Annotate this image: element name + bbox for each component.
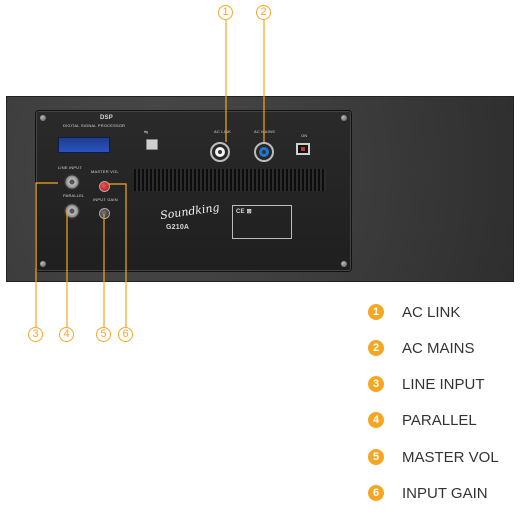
line-input-jack[interactable] bbox=[64, 174, 80, 190]
legend-item-master-vol: 5 MASTER VOL bbox=[368, 447, 499, 467]
amplifier-panel: DSP DIGITAL SIGNAL PROCESSOR ⇋ AC LINK A… bbox=[36, 111, 351, 271]
model-label: G210A bbox=[166, 224, 190, 231]
callout-4: 4 bbox=[59, 327, 74, 342]
ac-link-connector[interactable] bbox=[210, 142, 230, 162]
input-gain-label: INPUT GAIN bbox=[93, 197, 118, 202]
screw bbox=[40, 115, 46, 121]
screw bbox=[341, 115, 347, 121]
legend-number: 2 bbox=[368, 340, 384, 356]
master-vol-label: MASTER VOL bbox=[91, 169, 119, 174]
usb-port[interactable] bbox=[146, 139, 158, 150]
cooling-vents bbox=[134, 169, 326, 191]
legend-number: 4 bbox=[368, 412, 384, 428]
callout-line-3 bbox=[35, 182, 58, 327]
certification-box bbox=[232, 205, 292, 239]
legend-label: LINE INPUT bbox=[402, 375, 485, 393]
callout-3: 3 bbox=[28, 327, 43, 342]
legend-number: 1 bbox=[368, 304, 384, 320]
legend-number: 5 bbox=[368, 449, 384, 465]
master-vol-knob[interactable] bbox=[99, 181, 110, 192]
legend-number: 6 bbox=[368, 485, 384, 501]
parallel-label: PARALLEL bbox=[63, 193, 85, 198]
legend-label: AC MAINS bbox=[402, 339, 475, 357]
legend-item-ac-mains: 2 AC MAINS bbox=[368, 338, 475, 358]
usb-icon: ⇋ bbox=[144, 130, 149, 136]
legend-label: AC LINK bbox=[402, 303, 461, 321]
legend-label: PARALLEL bbox=[402, 411, 477, 429]
callout-2: 2 bbox=[256, 5, 271, 20]
legend-item-parallel: 4 PARALLEL bbox=[368, 410, 477, 430]
callout-1: 1 bbox=[218, 5, 233, 20]
lcd-display bbox=[58, 137, 110, 153]
legend-item-ac-link: 1 AC LINK bbox=[368, 302, 460, 322]
line-input-label: LINE INPUT bbox=[58, 165, 83, 170]
parallel-jack[interactable] bbox=[64, 203, 80, 219]
legend-label: MASTER VOL bbox=[402, 448, 499, 466]
cert-marks: CE ⊠ bbox=[236, 209, 252, 215]
legend-label: INPUT GAIN bbox=[402, 484, 488, 502]
callout-line-6 bbox=[108, 183, 127, 327]
power-switch[interactable] bbox=[296, 143, 310, 155]
legend-number: 3 bbox=[368, 376, 384, 392]
ac-mains-connector[interactable] bbox=[254, 142, 274, 162]
screw bbox=[40, 261, 46, 267]
ac-link-label: AC LINK bbox=[214, 129, 231, 134]
legend-item-input-gain: 6 INPUT GAIN bbox=[368, 483, 488, 503]
callout-6: 6 bbox=[118, 327, 133, 342]
callout-5: 5 bbox=[96, 327, 111, 342]
dsp-subtitle: DIGITAL SIGNAL PROCESSOR bbox=[63, 123, 126, 128]
on-label: ON bbox=[301, 133, 308, 138]
legend-item-line-input: 3 LINE INPUT bbox=[368, 374, 485, 394]
dsp-title: DSP bbox=[100, 115, 113, 121]
screw bbox=[341, 261, 347, 267]
